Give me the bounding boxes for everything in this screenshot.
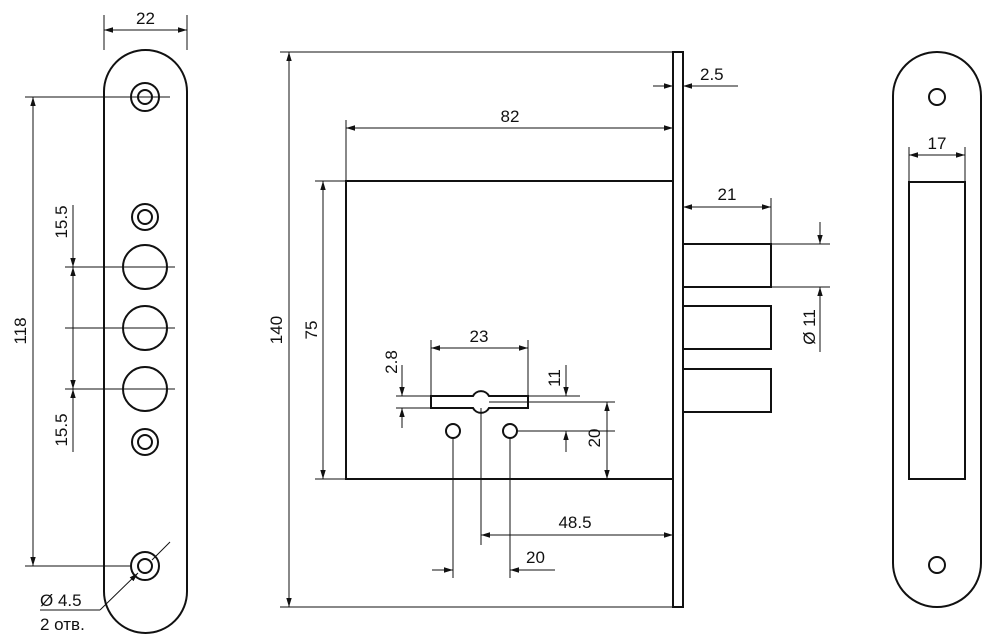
dim-spacing-upper: 15.5 xyxy=(52,205,71,238)
bolt-1 xyxy=(682,243,772,288)
dim-spacing-lower: 15.5 xyxy=(52,413,71,446)
bolt-3 xyxy=(682,368,772,413)
dim-bolt-diameter: Ø 11 xyxy=(800,309,819,345)
dim-plate-thickness: 2.5 xyxy=(700,65,724,84)
cylinder-hole-left xyxy=(445,423,461,439)
dim-keyhole-offset: 11 xyxy=(545,369,564,387)
rivet-hole-lower xyxy=(131,428,159,456)
lock-case xyxy=(345,180,674,480)
faceplate-view: 22 118 15.5 15.5 Ø 4.5 2 отв. xyxy=(11,9,188,634)
front-plate xyxy=(672,51,684,608)
faceplate-outline xyxy=(103,49,188,634)
dim-hole-spacing-118: 118 xyxy=(11,317,30,344)
dim-holes-vertical: 20 xyxy=(585,429,604,448)
strike-plate-outline xyxy=(892,51,982,608)
keyhole-slot xyxy=(430,390,529,414)
dim-strike-width: 17 xyxy=(928,134,947,153)
dim-body-depth: 82 xyxy=(501,107,520,126)
strike-screw-hole-top xyxy=(928,88,946,106)
cylinder-hole-right xyxy=(502,423,518,439)
strike-opening xyxy=(908,181,966,480)
dim-body-height: 75 xyxy=(302,321,321,340)
dim-hole-diameter: Ø 4.5 xyxy=(40,591,82,610)
rivet-hole-upper xyxy=(131,203,159,231)
dim-keyhole-slot: 2.8 xyxy=(382,350,401,374)
dim-hole-count: 2 отв. xyxy=(40,615,85,634)
lock-body-view: 140 75 82 2.5 21 Ø 11 23 2.8 xyxy=(267,51,830,608)
strike-screw-hole-bottom xyxy=(928,556,946,574)
dim-bolt-projection: 21 xyxy=(718,185,737,204)
dim-holes-spacing: 20 xyxy=(526,548,545,567)
mounting-hole-bottom xyxy=(130,551,160,581)
dim-keyhole-width: 23 xyxy=(470,327,489,346)
bolt-2 xyxy=(682,305,772,350)
dim-backset: 48.5 xyxy=(558,513,591,532)
strike-plate-view: 17 xyxy=(892,51,982,608)
dim-lock-height: 140 xyxy=(267,316,286,344)
dim-faceplate-width: 22 xyxy=(136,9,155,28)
